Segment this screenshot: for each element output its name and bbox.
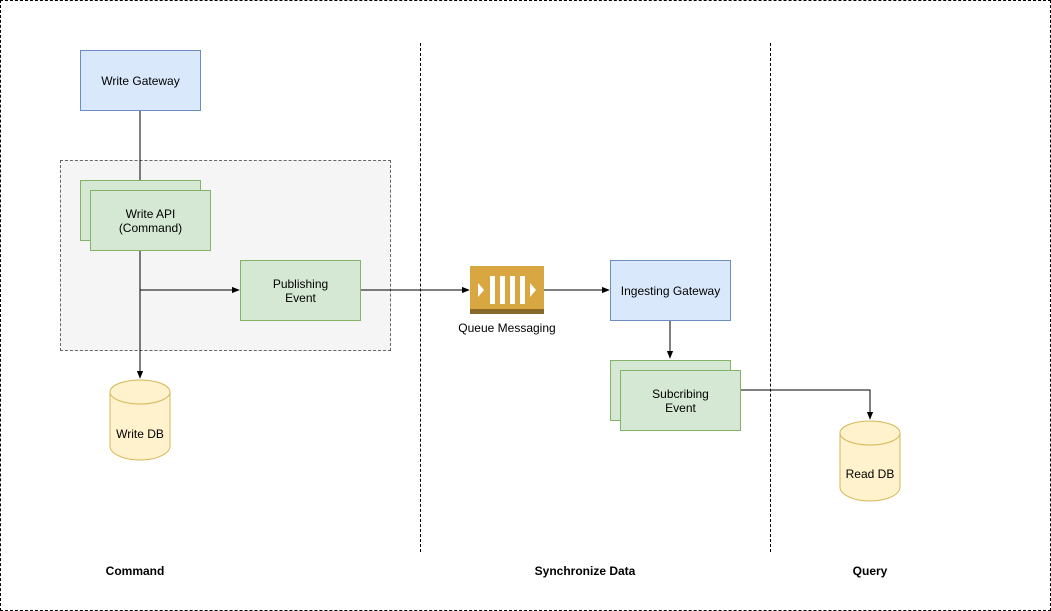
ingesting-gateway-node[interactable]: Ingesting Gateway xyxy=(610,260,731,321)
edge-subscribing-to-readdb xyxy=(740,389,874,420)
subscribing-event-label: Subcribing Event xyxy=(652,386,709,415)
divider-command-sync xyxy=(420,43,421,552)
write-gateway-node[interactable]: Write Gateway xyxy=(80,50,201,111)
write-db-label: Write DB xyxy=(116,427,164,441)
publishing-event-label: Publishing Event xyxy=(272,276,329,305)
publishing-event-node[interactable]: Publishing Event xyxy=(240,260,361,321)
write-gateway-label: Write Gateway xyxy=(101,73,180,88)
write-api-label: Write API (Command) xyxy=(118,206,183,235)
write-api-node[interactable]: Write API (Command) xyxy=(90,190,211,251)
divider-sync-query xyxy=(770,43,771,552)
database-cylinder-icon xyxy=(839,420,901,502)
queue-messaging-label: Queue Messaging xyxy=(458,321,556,335)
section-label-synchronize: Synchronize Data xyxy=(534,564,636,578)
section-label-query: Query xyxy=(852,564,888,578)
subscribing-event-node[interactable]: Subcribing Event xyxy=(620,370,741,431)
read-db-label: Read DB xyxy=(845,467,895,481)
queue-icon xyxy=(470,266,544,314)
section-label-command: Command xyxy=(105,564,165,578)
ingesting-gateway-label: Ingesting Gateway xyxy=(620,283,721,298)
database-cylinder-icon xyxy=(109,379,171,461)
